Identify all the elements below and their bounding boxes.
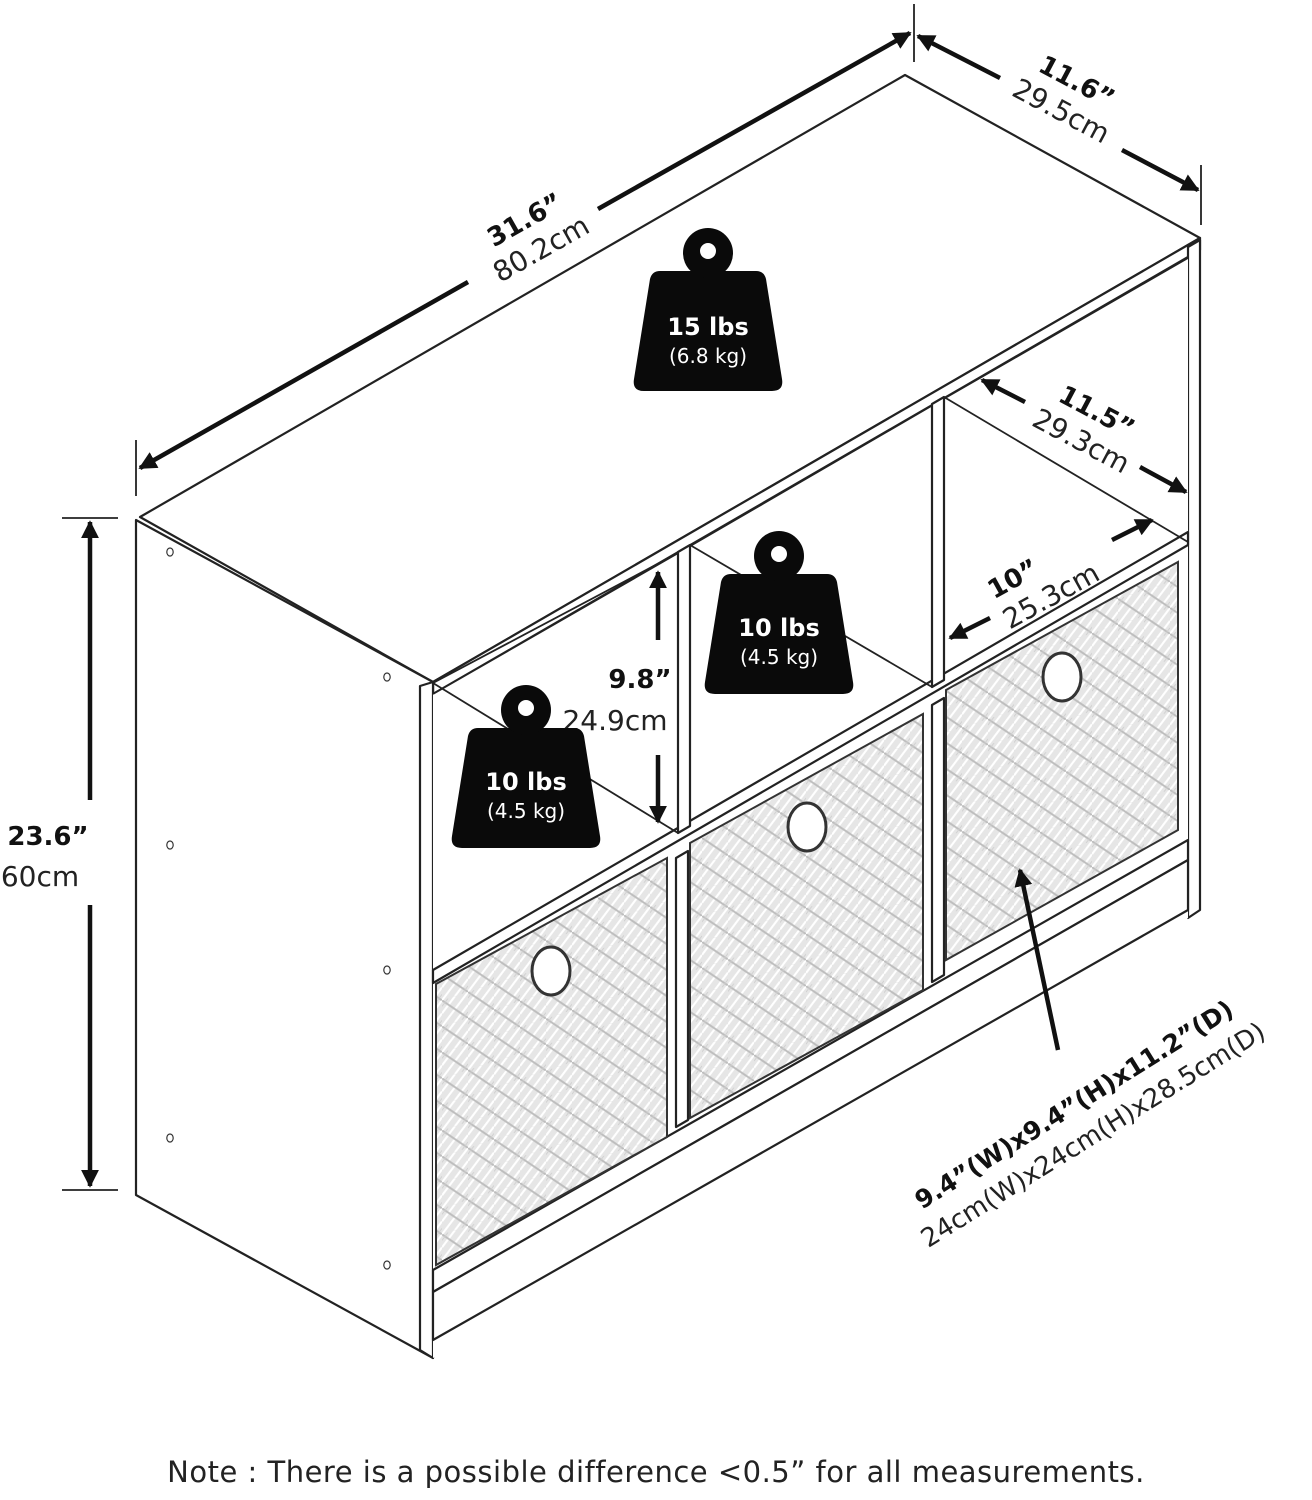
fabric-bin-right xyxy=(945,560,1179,962)
weight-cube-right-sub: (4.5 kg) xyxy=(740,645,818,669)
screw-hole xyxy=(166,840,174,850)
fabric-bins xyxy=(435,560,1179,1267)
height-imperial-label: 23.6” xyxy=(7,822,88,852)
weight-cube-left-sub: (4.5 kg) xyxy=(487,799,565,823)
screw-hole xyxy=(166,547,174,557)
bin-size-metric-label: 24cm(W)x24cm(H)x28.5cm(D) xyxy=(916,1017,1271,1254)
screw-hole xyxy=(383,672,391,682)
screw-hole xyxy=(383,965,391,975)
weight-cube-right-main: 10 lbs xyxy=(738,614,819,642)
inner-depth-arrow xyxy=(1138,465,1188,494)
depth-arrow xyxy=(1120,148,1200,192)
divider-lower-1 xyxy=(674,849,690,1129)
cabinet-left-front-edge xyxy=(418,680,435,1360)
fabric-bin-left xyxy=(435,856,668,1267)
inner-depth-arrow xyxy=(980,377,1027,405)
cube-width-arrow xyxy=(948,615,992,641)
bin-handle xyxy=(1041,651,1083,703)
cabinet-right-edge xyxy=(1186,238,1202,920)
cube-width-arrow xyxy=(1110,517,1154,543)
screw-hole xyxy=(383,1260,391,1270)
divider-upper-1 xyxy=(676,543,692,835)
width-arrow xyxy=(596,31,912,211)
bin-handle xyxy=(530,945,572,997)
weight-icon-top: 15 lbs (6.8 kg) xyxy=(633,228,783,391)
weight-top-sub: (6.8 kg) xyxy=(669,344,747,368)
bottom-kick xyxy=(431,858,1190,1342)
divider-upper-2 xyxy=(930,395,946,689)
height-metric-label: 60cm xyxy=(1,860,79,893)
weight-cube-left-main: 10 lbs xyxy=(485,768,566,796)
divider-lower-2 xyxy=(930,696,946,984)
measurement-note: Note : There is a possible difference <0… xyxy=(167,1455,1145,1489)
weight-top-main: 15 lbs xyxy=(667,313,748,341)
depth-arrow xyxy=(916,33,1002,81)
weight-icons: 15 lbs (6.8 kg) 10 lbs (4.5 kg) 10 lbs (… xyxy=(451,228,854,848)
weight-icon-cube-left: 10 lbs (4.5 kg) xyxy=(451,685,601,848)
bin-handle xyxy=(786,801,828,853)
fabric-bin-middle xyxy=(689,712,924,1120)
screw-hole xyxy=(166,1133,174,1143)
weight-icon-cube-right: 10 lbs (4.5 kg) xyxy=(704,531,854,694)
dimension-lines xyxy=(62,4,1202,1191)
width-arrow xyxy=(138,280,470,470)
cube-height-imperial-label: 9.8” xyxy=(608,665,671,695)
bin-pointer-arrow xyxy=(1014,868,1061,1051)
